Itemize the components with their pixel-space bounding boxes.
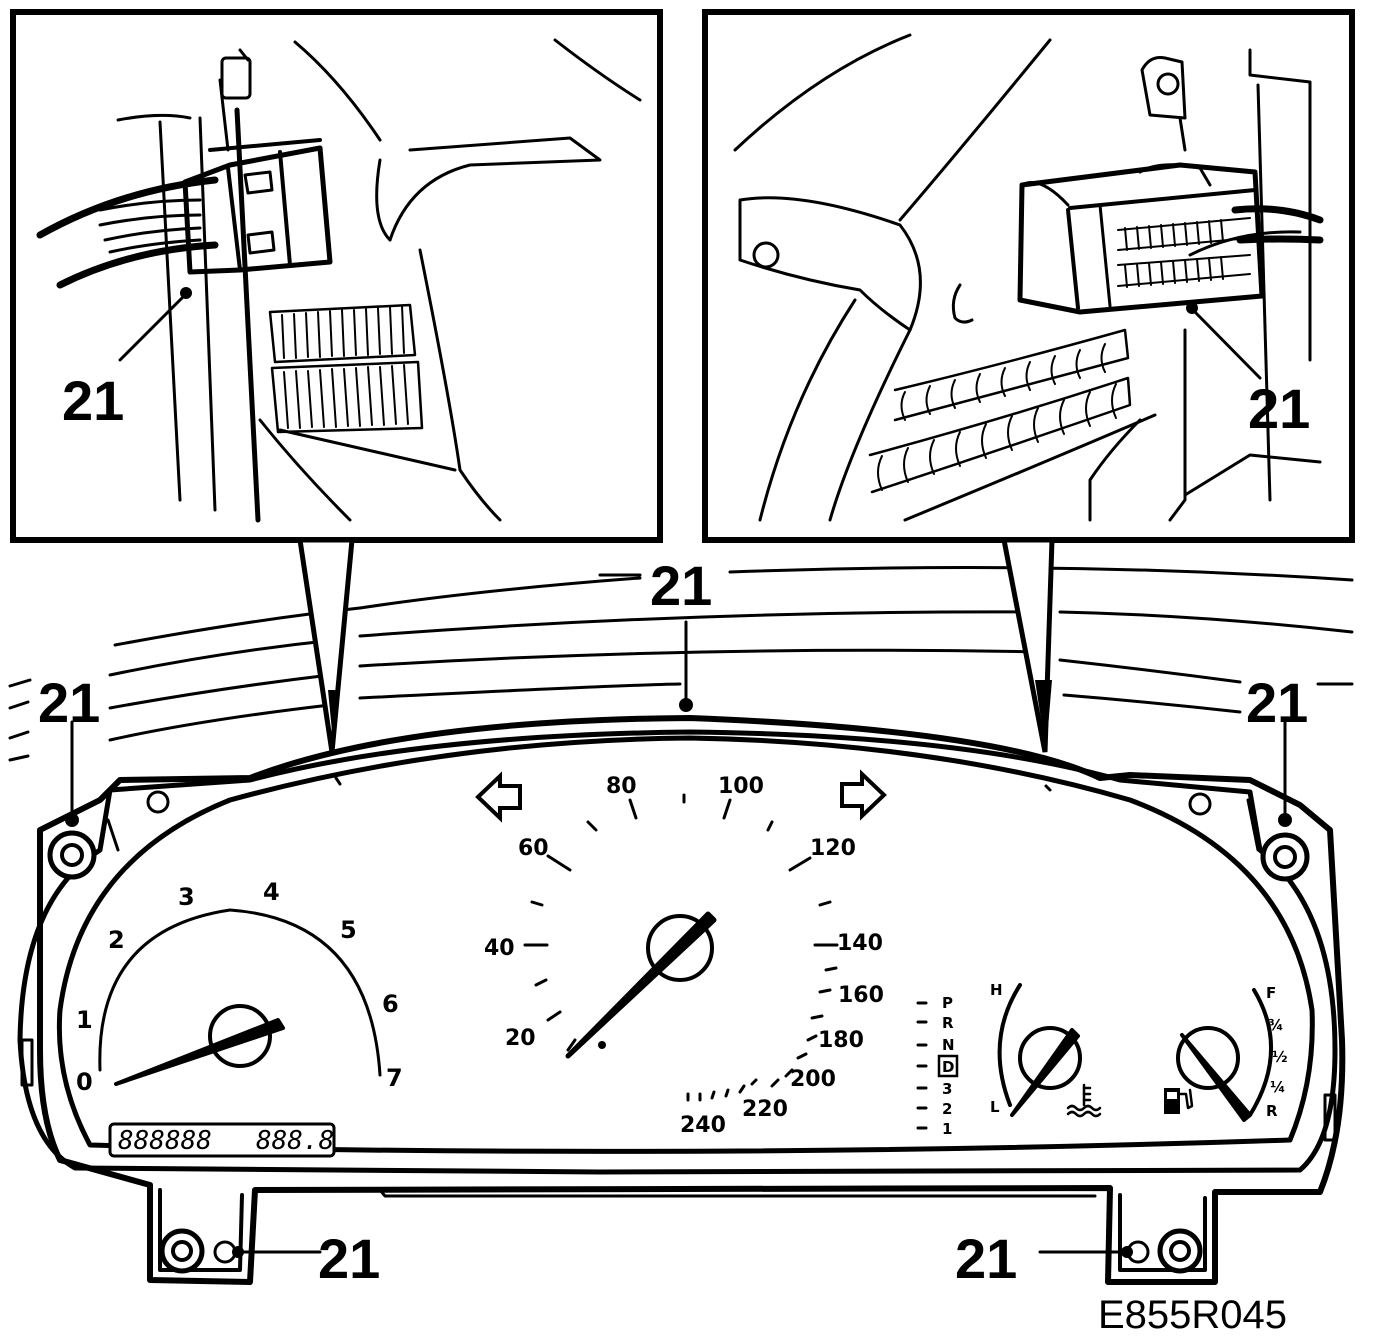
fuel-pump-icon <box>1164 1088 1194 1114</box>
gear-indicator: P R N D 3 2 1 <box>916 994 959 1138</box>
callout-upper-left: 21 <box>38 671 100 734</box>
speedometer-labels: 20 40 60 80 100 120 140 160 180 200 220 … <box>484 774 884 1138</box>
gear-D: D <box>942 1058 954 1076</box>
fuel-gauge: F ¾ ½ ¼ R <box>1164 984 1288 1122</box>
gear-R: R <box>942 1014 954 1032</box>
speed-label-140: 140 <box>837 931 883 956</box>
lcd-display: 888888 888.8 <box>108 1122 336 1158</box>
fuel-half-label: ½ <box>1272 1048 1288 1066</box>
left-inset-pointer <box>297 537 355 753</box>
lcd-odometer: 888888 <box>118 1126 212 1156</box>
fuel-quarter-label: ¼ <box>1270 1078 1286 1096</box>
speed-label-20: 20 <box>505 1026 536 1051</box>
cluster-housing <box>17 715 1346 1285</box>
left-turn-arrow-icon <box>475 771 522 823</box>
callout-top-center: 21 <box>650 554 712 617</box>
speed-label-120: 120 <box>810 836 856 861</box>
speedometer: 20 40 60 80 100 120 140 160 180 200 220 … <box>484 774 884 1138</box>
callout-bottom-right: 21 <box>955 1227 1017 1290</box>
speed-label-160: 160 <box>838 983 884 1008</box>
tachometer: 0 1 2 3 4 5 6 7 <box>76 878 403 1096</box>
speed-label-40: 40 <box>484 936 515 961</box>
tach-label-2: 2 <box>108 926 125 954</box>
mounting-bolts <box>47 830 1310 1274</box>
gear-2: 2 <box>942 1100 952 1118</box>
callout-leaders <box>70 573 1287 1254</box>
tach-label-0: 0 <box>76 1068 93 1096</box>
gear-selected-box <box>937 1054 959 1078</box>
thermometer-icon <box>1066 1083 1102 1118</box>
left-connector-inset: 21 <box>10 9 663 543</box>
temperature-gauge: H L <box>990 981 1102 1118</box>
speed-label-240: 240 <box>680 1113 726 1138</box>
tach-label-6: 6 <box>382 990 399 1018</box>
figure-code: E855R045 <box>1098 1293 1287 1337</box>
speed-label-180: 180 <box>818 1028 864 1053</box>
callout-bottom-left: 21 <box>318 1227 380 1290</box>
speed-label-220: 220 <box>742 1097 788 1122</box>
tach-label-4: 4 <box>263 878 280 906</box>
speed-label-200: 200 <box>790 1067 836 1092</box>
gear-1: 1 <box>942 1120 952 1138</box>
speed-label-100: 100 <box>718 774 764 799</box>
gear-P: P <box>942 994 953 1012</box>
right-turn-arrow-icon <box>840 769 887 821</box>
bolt-upper-left <box>47 830 97 880</box>
fuel-three-quarter-label: ¾ <box>1268 1016 1284 1034</box>
gear-3: 3 <box>942 1080 952 1098</box>
bolt-upper-right <box>1260 832 1310 882</box>
tachometer-labels: 0 1 2 3 4 5 6 7 <box>76 878 403 1096</box>
speed-label-60: 60 <box>518 836 549 861</box>
fuel-full-label: F <box>1266 984 1276 1002</box>
speed-needle <box>565 911 717 1059</box>
callout-right-connector: 21 <box>1248 377 1310 440</box>
dashboard-background-lines <box>8 566 1354 762</box>
callout-left-connector: 21 <box>62 369 124 432</box>
speed-label-80: 80 <box>606 774 637 799</box>
right-connector-inset: 21 <box>702 9 1355 543</box>
tach-label-5: 5 <box>340 916 357 944</box>
lcd-trip: 888.8 <box>256 1126 334 1156</box>
tach-needle <box>114 1018 285 1086</box>
gear-N: N <box>942 1036 955 1054</box>
tach-label-7: 7 <box>386 1064 403 1092</box>
tach-label-1: 1 <box>76 1006 93 1034</box>
temp-low-label: L <box>990 1098 1000 1116</box>
callout-upper-right: 21 <box>1246 671 1308 734</box>
bolt-lower-right <box>1157 1228 1203 1274</box>
bolt-lower-left <box>159 1228 205 1274</box>
temp-high-label: H <box>990 981 1003 999</box>
tach-label-3: 3 <box>178 883 195 911</box>
fuel-reserve-label: R <box>1266 1102 1278 1120</box>
